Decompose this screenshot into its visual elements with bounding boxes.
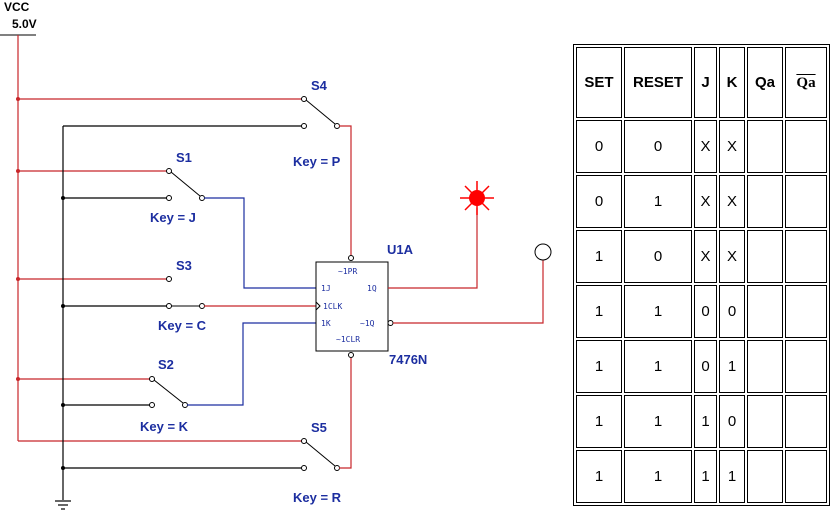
- chip-part: 7476N: [389, 352, 427, 367]
- table-cell: 1: [624, 340, 692, 393]
- vcc-voltage: 5.0V: [12, 17, 37, 31]
- pin-clr: ~1CLR: [336, 335, 360, 344]
- table-cell: 0: [576, 120, 622, 173]
- pin-qn: ~1Q: [360, 319, 375, 328]
- switch-s2[interactable]: [149, 376, 188, 408]
- ground-icon: [55, 500, 71, 510]
- table-cell: 1: [576, 450, 622, 503]
- table-cell: X: [719, 230, 745, 283]
- table-cell: [747, 230, 783, 283]
- table-cell: 1: [694, 395, 717, 448]
- table-cell: 1: [719, 340, 745, 393]
- table-cell: 0: [719, 395, 745, 448]
- header-j: J: [694, 47, 717, 118]
- table-cell: X: [694, 230, 717, 283]
- switch-s5[interactable]: [301, 438, 340, 471]
- table-cell: 1: [624, 285, 692, 338]
- table-cell: 1: [719, 450, 745, 503]
- switch-s2-key: Key = K: [140, 419, 189, 434]
- pin-j: 1J: [321, 284, 331, 293]
- header-set: SET: [576, 47, 622, 118]
- table-cell: [785, 395, 827, 448]
- switch-s1-name: S1: [176, 150, 192, 165]
- table-cell: X: [719, 120, 745, 173]
- led-q-icon: [460, 181, 494, 215]
- led-qn-icon: [534, 243, 552, 261]
- table-cell: X: [719, 175, 745, 228]
- chip-ref: U1A: [387, 242, 414, 257]
- table-cell: [785, 450, 827, 503]
- table-cell: [785, 120, 827, 173]
- table-cell: [785, 285, 827, 338]
- table-cell: 0: [576, 175, 622, 228]
- table-cell: 1: [576, 285, 622, 338]
- table-cell: [785, 175, 827, 228]
- switch-s2-name: S2: [158, 357, 174, 372]
- table-cell: 1: [694, 450, 717, 503]
- header-k: K: [719, 47, 745, 118]
- pin-k: 1K: [321, 319, 331, 328]
- table-cell: 0: [694, 340, 717, 393]
- switch-s5-name: S5: [311, 420, 327, 435]
- ground-rail: [62, 125, 303, 500]
- table-cell: 1: [624, 450, 692, 503]
- switch-s3-key: Key = C: [158, 318, 207, 333]
- switch-s4-key: Key = P: [293, 154, 341, 169]
- switch-s1[interactable]: [166, 168, 205, 201]
- switch-s5-key: Key = R: [293, 490, 342, 505]
- switch-s4-name: S4: [311, 78, 328, 93]
- table-cell: [747, 395, 783, 448]
- qa-bar-label: Qa: [796, 74, 816, 91]
- table-cell: [747, 175, 783, 228]
- table-cell: [747, 340, 783, 393]
- switch-s1-key: Key = J: [150, 210, 196, 225]
- table-cell: 1: [576, 230, 622, 283]
- vcc-label: VCC: [4, 0, 30, 14]
- table-cell: X: [694, 120, 717, 173]
- table-cell: [747, 120, 783, 173]
- table-header-row: SET RESET J K Qa Qa: [576, 47, 827, 118]
- header-qa: Qa: [747, 47, 783, 118]
- header-qa-bar: Qa: [785, 47, 827, 118]
- pin-q: 1Q: [367, 284, 377, 293]
- switch-s3-name: S3: [176, 258, 192, 273]
- switch-s3[interactable]: [166, 276, 205, 309]
- table-cell: 0: [624, 230, 692, 283]
- vcc-rail: [17, 35, 303, 442]
- table-cell: [785, 340, 827, 393]
- table-cell: 0: [719, 285, 745, 338]
- table-cell: [785, 230, 827, 283]
- header-reset: RESET: [624, 47, 692, 118]
- switch-s4[interactable]: [301, 96, 340, 129]
- table-cell: 1: [576, 395, 622, 448]
- pin-pr: ~1PR: [338, 267, 357, 276]
- chip-7476: [315, 255, 394, 358]
- table-cell: [747, 285, 783, 338]
- table-cell: 1: [624, 395, 692, 448]
- table-cell: 0: [624, 120, 692, 173]
- table-cell: 1: [576, 340, 622, 393]
- table-cell: [747, 450, 783, 503]
- table-cell: X: [694, 175, 717, 228]
- table-cell: 0: [694, 285, 717, 338]
- table-cell: 1: [624, 175, 692, 228]
- pin-clk: 1CLK: [323, 302, 342, 311]
